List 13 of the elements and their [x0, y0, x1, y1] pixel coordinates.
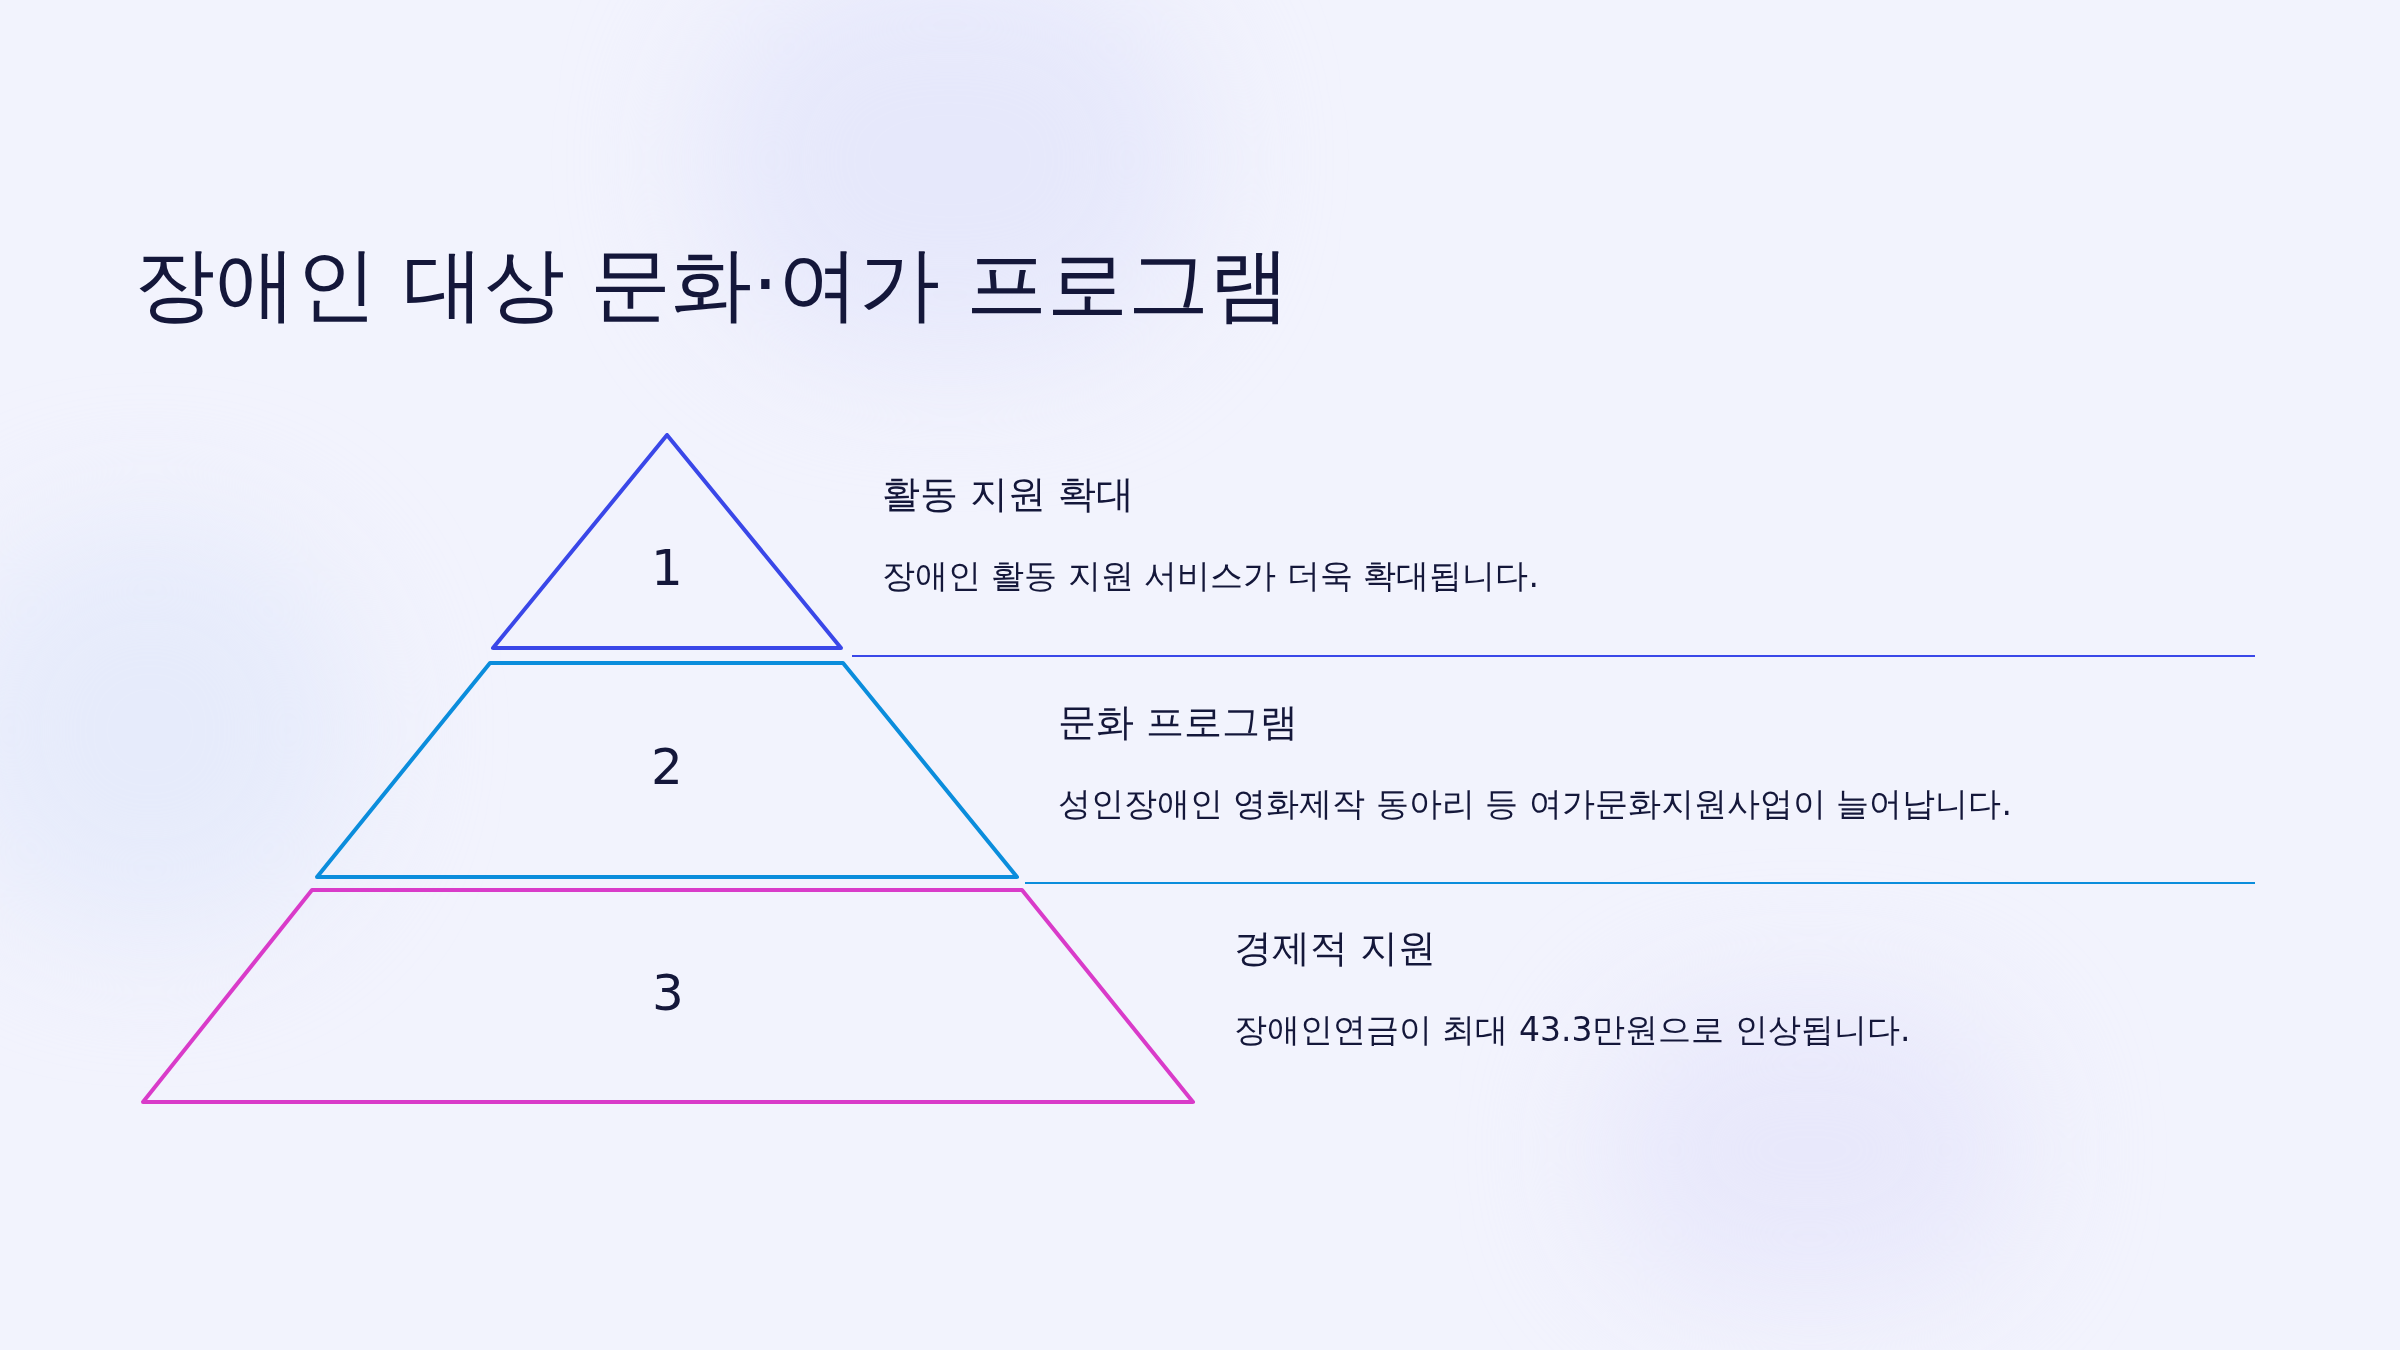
- pyramid-level: [491, 433, 843, 650]
- level-number: 1: [651, 543, 683, 593]
- level-heading: 문화 프로그램: [1058, 699, 1300, 746]
- level-number: 2: [651, 742, 683, 792]
- level-heading: 활동 지원 확대: [882, 471, 1136, 518]
- level-description: 장애인 활동 지원 서비스가 더욱 확대됩니다.: [882, 555, 1539, 598]
- pyramid-level: [315, 661, 1019, 879]
- level-description: 장애인연금이 최대 43.3만원으로 인상됩니다.: [1234, 1009, 1911, 1052]
- level-heading: 경제적 지원: [1234, 925, 1438, 972]
- level-number: 3: [652, 968, 684, 1018]
- pyramid-level: [141, 888, 1195, 1104]
- title: 장애인 대상 문화·여가 프로그램: [134, 236, 1290, 333]
- level-description: 성인장애인 영화제작 동아리 등 여가문화지원사업이 늘어납니다.: [1058, 783, 2012, 826]
